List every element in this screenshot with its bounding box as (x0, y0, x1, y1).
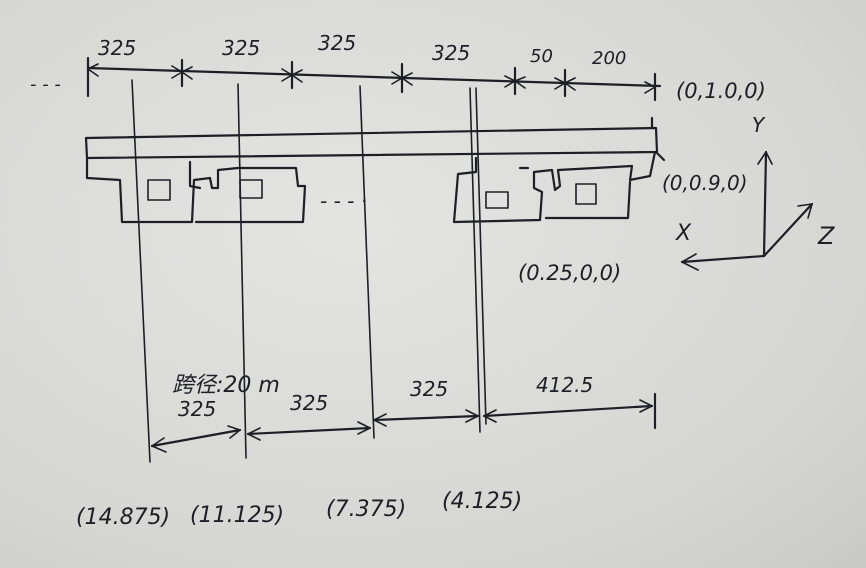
coord-1: (14.875) (76, 505, 170, 530)
bottom-dim-1: 325 (178, 397, 216, 421)
top-dim-2: 325 (222, 36, 260, 60)
bottom-coordinates: (14.875) (11.125) (7.375) (4.125) (76, 489, 522, 530)
top-dimension-chain: - - - 325 325 325 325 50 200 (30, 31, 662, 102)
top-dim-1: 325 (98, 36, 136, 60)
axis-label-y: Y (752, 113, 766, 137)
span-note: 跨径:20 m (172, 373, 280, 398)
girder-centerlines (131, 79, 487, 463)
bottom-dimension-chain: 325 325 325 412.5 (150, 373, 657, 453)
bottom-dim-3: 325 (410, 377, 448, 401)
axis-triad: Y X Z (675, 113, 835, 271)
girders-right (452, 150, 657, 224)
label-mid-right: (0,0.9,0) (662, 171, 748, 195)
top-dim-3: 325 (318, 31, 356, 55)
cell-opening-1 (147, 179, 171, 201)
coord-4: (4.125) (442, 489, 522, 514)
deck-slab (84, 116, 666, 162)
bottom-dim-4: 412.5 (536, 373, 593, 397)
label-top-right: (0,1.0,0) (676, 79, 766, 103)
z-axis (762, 202, 814, 258)
coord-3: (7.375) (326, 497, 406, 522)
axis-label-x: X (675, 221, 692, 246)
cell-opening-2 (239, 179, 263, 199)
left-ellipsis: - - - (30, 74, 61, 95)
top-dim-6: 200 (592, 48, 626, 69)
coord-2: (11.125) (190, 503, 284, 528)
middle-ellipsis: - - - · (320, 189, 367, 213)
cell-opening-4 (575, 183, 597, 205)
top-dim-4: 325 (432, 41, 470, 65)
top-dim-5: 50 (530, 46, 553, 67)
bottom-dim-2: 325 (290, 391, 328, 415)
y-axis (762, 150, 768, 258)
x-axis (680, 254, 766, 264)
axis-label-z: Z (817, 222, 835, 250)
cell-opening-3 (485, 191, 509, 209)
label-lower-right: (0.25,0,0) (518, 261, 621, 285)
girders-left (85, 156, 307, 224)
